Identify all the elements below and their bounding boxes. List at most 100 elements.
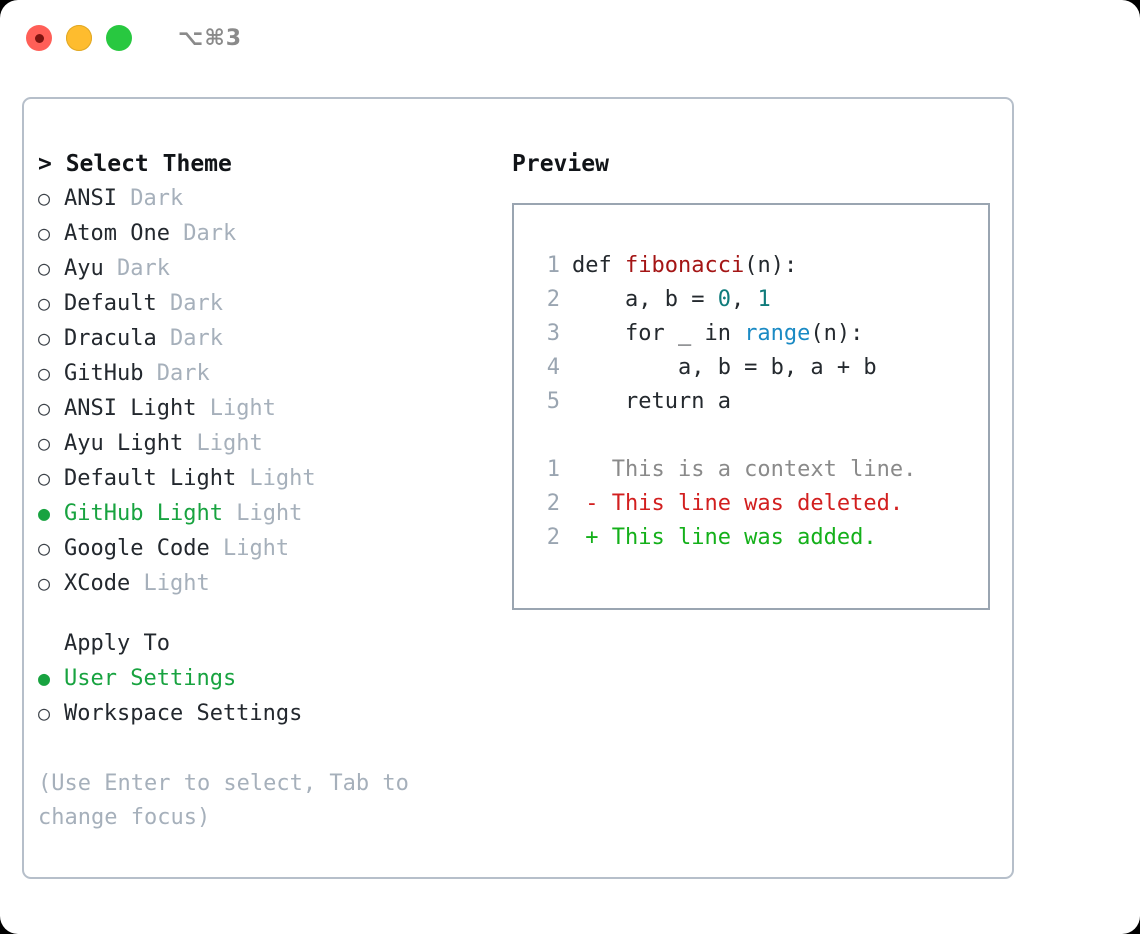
theme-option-list[interactable]: ○ANSI Dark○Atom One Dark○Ayu Dark○Defaul… <box>38 181 496 601</box>
theme-option-label: ANSI Light <box>64 396 197 421</box>
radio-unselected-icon: ○ <box>38 431 51 455</box>
diff-line-deleted: 2 - This line was deleted. <box>532 487 988 521</box>
theme-option-label: Ayu <box>64 256 104 281</box>
theme-option-dracula[interactable]: ○ Dracula Dark <box>38 321 496 356</box>
radio-unselected-icon: ○ <box>38 326 51 350</box>
theme-option-tag: Light <box>183 431 263 456</box>
close-window-button[interactable] <box>26 25 52 51</box>
apply-to-option-label: User Settings <box>64 666 237 691</box>
theme-option-atom-one[interactable]: ○ Atom One Dark <box>38 216 496 251</box>
code-line: 5 return a <box>532 385 988 419</box>
keyboard-shortcut-label: ⌥⌘3 <box>178 25 243 51</box>
diff-line-context: 1 This is a context line. <box>532 453 988 487</box>
diff-line-text: - This line was deleted. <box>572 491 904 516</box>
theme-option-label: GitHub Light <box>64 501 223 526</box>
theme-option-tag: Light <box>209 536 290 561</box>
code-token-plain: a, b = <box>572 287 718 312</box>
theme-option-tag: Light <box>222 501 303 526</box>
radio-unselected-icon: ○ <box>38 466 51 490</box>
theme-option-ansi[interactable]: ○ ANSI Dark <box>38 181 496 216</box>
radio-unselected-icon: ○ <box>38 186 51 210</box>
theme-option-default[interactable]: ○Default Dark <box>38 286 496 321</box>
apply-to-option-user-settings[interactable]: ● User Settings <box>38 661 496 696</box>
code-token-plain: def <box>572 253 625 278</box>
code-token-plain: a, b = b, a + b <box>572 355 877 380</box>
theme-picker-column: > Select Theme ○ANSI Dark○Atom One Dark○… <box>24 99 496 877</box>
radio-unselected-icon: ○ <box>38 361 51 385</box>
theme-option-xcode[interactable]: ○ XCode Light <box>38 566 496 601</box>
main-panel: > Select Theme ○ANSI Dark○Atom One Dark○… <box>22 97 1014 879</box>
theme-option-ayu-light[interactable]: ○ Ayu Light Light <box>38 426 496 461</box>
code-token-num: 0 <box>717 287 731 312</box>
theme-option-github[interactable]: ○ GitHub Dark <box>38 356 496 391</box>
line-number: 3 <box>546 321 560 346</box>
code-line: 4 a, b = b, a + b <box>532 351 988 385</box>
apply-to-option-workspace-settings[interactable]: ○ Workspace Settings <box>38 696 496 731</box>
line-number: 2 <box>546 525 560 550</box>
line-number: 1 <box>546 253 560 278</box>
apply-to-option-list[interactable]: ● User Settings ○ Workspace Settings <box>38 661 496 731</box>
preview-title: Preview <box>512 151 609 177</box>
code-diff-separator <box>532 419 988 453</box>
theme-option-default-light[interactable]: ○ Default Light Light <box>38 461 496 496</box>
theme-option-label: Default Light <box>64 466 237 491</box>
theme-option-tag: Dark <box>169 221 237 246</box>
theme-option-google-code[interactable]: ○ Google Code Light <box>38 531 496 566</box>
code-token-fn: fibonacci <box>624 253 745 278</box>
theme-option-label: XCode <box>64 571 131 596</box>
maximize-window-button[interactable] <box>106 25 132 51</box>
apply-to-option-label: Workspace Settings <box>64 701 303 726</box>
theme-option-label: Dracula <box>64 326 157 351</box>
apply-to-heading: Apply To <box>64 631 170 656</box>
theme-option-label: ANSI <box>64 186 117 211</box>
radio-unselected-icon: ○ <box>38 396 51 420</box>
line-number: 2 <box>546 491 560 516</box>
theme-option-label: Atom One <box>64 221 170 246</box>
diff-line-added: 2 + This line was added. <box>532 521 988 555</box>
radio-selected-icon: ● <box>38 666 51 690</box>
theme-option-tag: Light <box>130 571 210 596</box>
diff-sample: 1 This is a context line.2 - This line w… <box>532 453 988 555</box>
radio-unselected-icon: ○ <box>38 701 51 725</box>
code-token-num: 1 <box>757 287 771 312</box>
radio-unselected-icon: ○ <box>38 536 51 560</box>
theme-option-label: Ayu Light <box>64 431 184 456</box>
code-token-plain: , <box>730 287 758 312</box>
line-number: 2 <box>546 287 560 312</box>
theme-option-tag: Dark <box>116 186 184 211</box>
code-line: 2 a, b = 0, 1 <box>532 283 988 317</box>
theme-option-tag: Dark <box>103 256 170 281</box>
keyboard-hint-text: (Use Enter to select, Tab to change focu… <box>38 771 409 830</box>
theme-option-label: GitHub <box>64 361 144 386</box>
diff-line-text: This is a context line. <box>572 457 917 482</box>
theme-option-tag: Light <box>236 466 316 491</box>
code-token-plain: (n): <box>810 321 864 346</box>
theme-option-github-light[interactable]: ● GitHub Light Light <box>38 496 496 531</box>
theme-option-tag: Dark <box>143 361 210 386</box>
code-line: 1 def fibonacci(n): <box>532 249 988 283</box>
title-bar: ⌥⌘3 <box>0 0 1140 76</box>
radio-selected-icon: ● <box>38 501 51 525</box>
radio-unselected-icon: ○ <box>38 256 51 280</box>
page-title: > Select Theme <box>38 151 232 177</box>
theme-option-label: Google Code <box>64 536 210 561</box>
code-token-builtin: range <box>744 321 811 346</box>
line-number: 5 <box>546 389 560 414</box>
code-token-plain: (n): <box>744 253 798 278</box>
code-token-plain: for _ in <box>572 321 745 346</box>
theme-option-ayu[interactable]: ○ Ayu Dark <box>38 251 496 286</box>
line-number: 4 <box>546 355 560 380</box>
radio-unselected-icon: ○ <box>38 571 51 595</box>
minimize-window-button[interactable] <box>66 25 92 51</box>
radio-unselected-icon: ○ <box>38 221 51 245</box>
theme-option-tag: Dark <box>156 326 223 351</box>
theme-option-ansi-light[interactable]: ○ANSI Light Light <box>38 391 496 426</box>
diff-line-text: + This line was added. <box>572 525 877 550</box>
line-number: 1 <box>546 457 560 482</box>
code-line: 3 for _ in range(n): <box>532 317 988 351</box>
theme-option-tag: Dark <box>156 291 223 316</box>
code-token-plain: return a <box>572 389 731 414</box>
